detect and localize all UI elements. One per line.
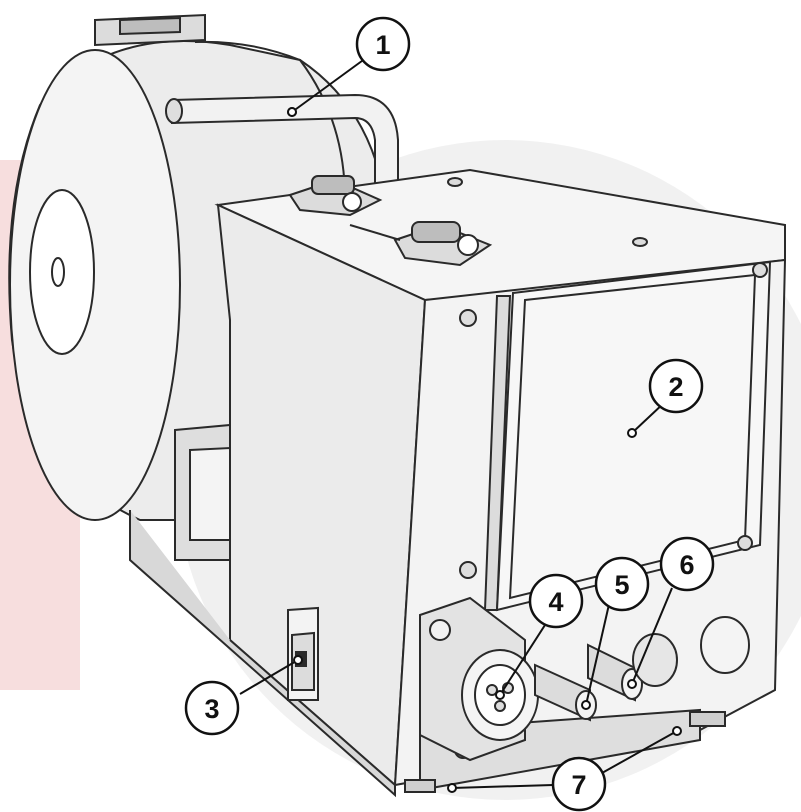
callout-number-4: 4 xyxy=(548,587,563,617)
leader-dots xyxy=(287,107,682,793)
gas-connector xyxy=(534,663,597,722)
power-switch xyxy=(287,606,319,701)
callout-1: 1 xyxy=(355,16,411,72)
leader-line-6 xyxy=(631,587,673,685)
leader-dot-3 xyxy=(293,655,303,665)
leader-line-7b xyxy=(601,730,678,774)
leader-line-1 xyxy=(291,57,367,113)
callout-number-7: 7 xyxy=(571,770,586,800)
callout-number-1: 1 xyxy=(375,30,390,60)
callout-number-3: 3 xyxy=(204,694,219,724)
callout-2: 2 xyxy=(648,358,704,414)
callout-6: 6 xyxy=(659,536,715,592)
callout-number-6: 6 xyxy=(679,550,694,580)
leader-line-3 xyxy=(239,659,299,695)
callout-4: 4 xyxy=(528,573,584,629)
leader-dot-5 xyxy=(581,700,591,710)
callout-7: 7 xyxy=(551,756,607,812)
leader-dot-4 xyxy=(495,690,505,700)
leader-line-4 xyxy=(499,624,546,696)
leader-line-5 xyxy=(585,599,611,706)
callout-number-2: 2 xyxy=(668,372,683,402)
feet xyxy=(404,711,726,793)
leader-dot-1 xyxy=(287,107,297,117)
leader-dot-2 xyxy=(627,428,637,438)
leader-dot-6 xyxy=(627,679,637,689)
auxiliary-sockets xyxy=(632,616,750,687)
leader-dot-7a xyxy=(447,783,457,793)
leader-line-7a xyxy=(451,784,554,789)
wire-drive-clamps xyxy=(288,175,493,267)
callout-3: 3 xyxy=(184,680,240,736)
callout-5: 5 xyxy=(594,556,650,612)
housing-side xyxy=(129,203,427,798)
leader-dot-7b xyxy=(672,726,682,736)
callout-number-5: 5 xyxy=(614,570,629,600)
